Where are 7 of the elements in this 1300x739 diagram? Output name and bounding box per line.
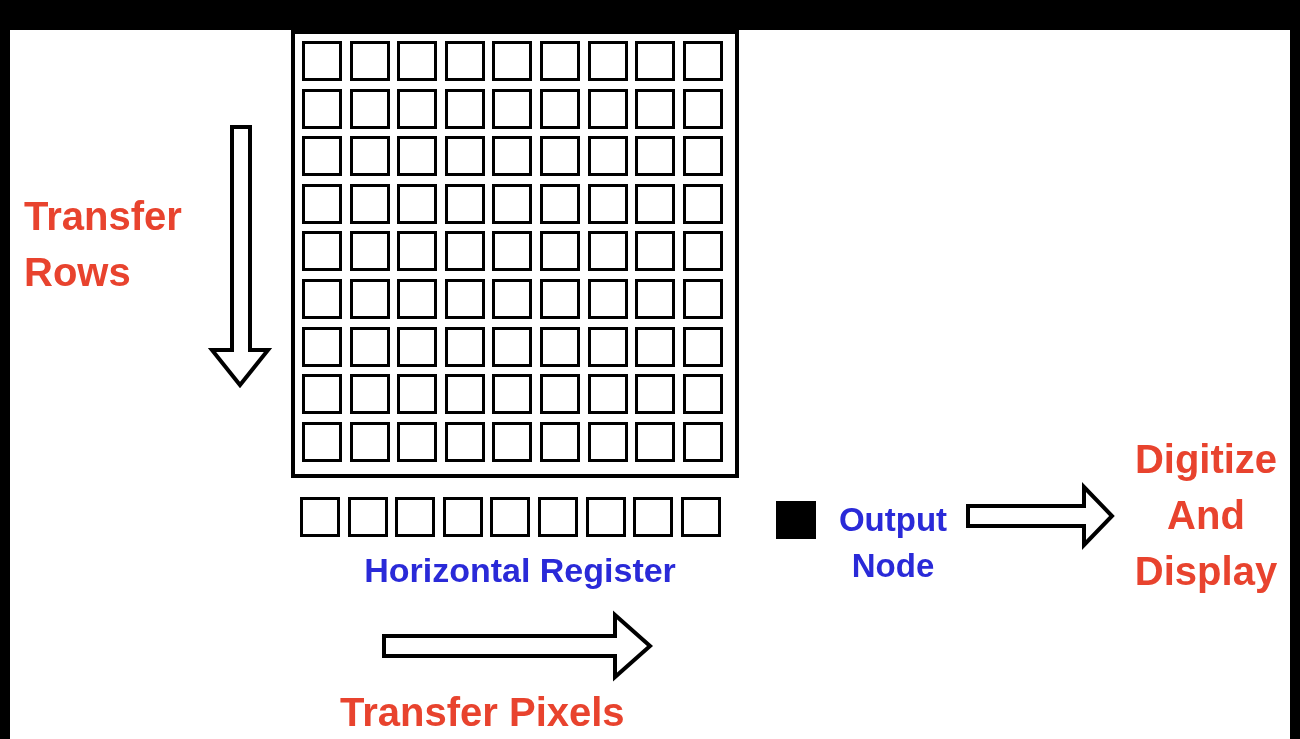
transfer-rows-label: Transfer Rows [24,193,183,296]
pixel-array [291,30,739,478]
output-node-label: Output Node [837,500,949,586]
transfer-pixels-label: Transfer Pixels [340,689,625,736]
output-label: Digitize And Display [1133,436,1279,595]
block-arrow [966,482,1115,550]
register-label: Horizontal Register [363,550,677,591]
